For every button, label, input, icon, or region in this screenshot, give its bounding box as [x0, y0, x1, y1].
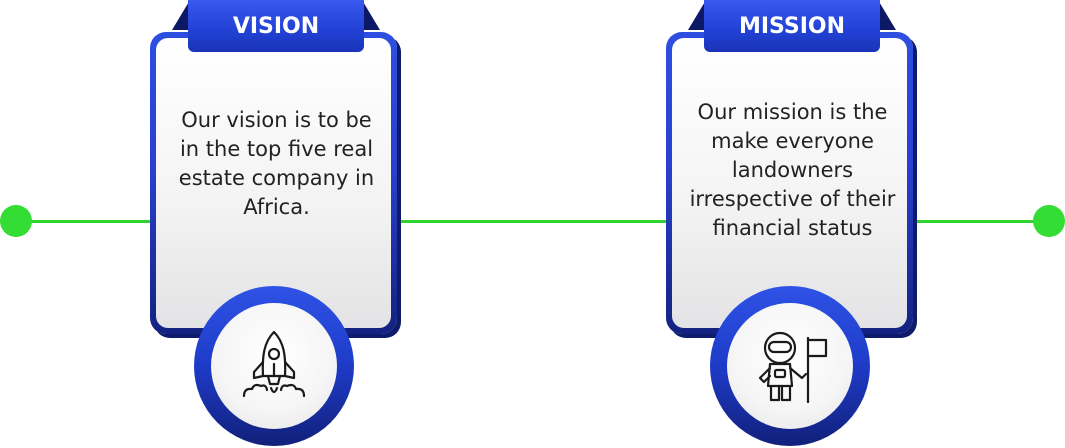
mission-title: MISSION: [704, 0, 880, 52]
rocket-icon: [242, 330, 306, 398]
vision-title: VISION: [188, 0, 364, 52]
timeline-end-dot: [1033, 205, 1065, 237]
mission-card: MISSION Our mission is the make everyone…: [666, 0, 919, 446]
astronaut-flag-icon: [758, 331, 828, 404]
vision-badge: [194, 286, 354, 446]
mission-badge: [710, 286, 870, 446]
timeline-start-dot: [0, 205, 32, 237]
mission-badge-inner: [727, 303, 853, 429]
vision-badge-inner: [211, 303, 337, 429]
vision-card-body: [156, 38, 391, 328]
vision-description: Our vision is to be in the top five real…: [178, 108, 375, 219]
timeline-line: [14, 220, 1050, 223]
mission-description: Our mission is the make everyone landown…: [689, 100, 896, 240]
vision-card: VISION Our vision is to be in the top fi…: [150, 0, 403, 446]
mission-card-body: [672, 38, 907, 328]
